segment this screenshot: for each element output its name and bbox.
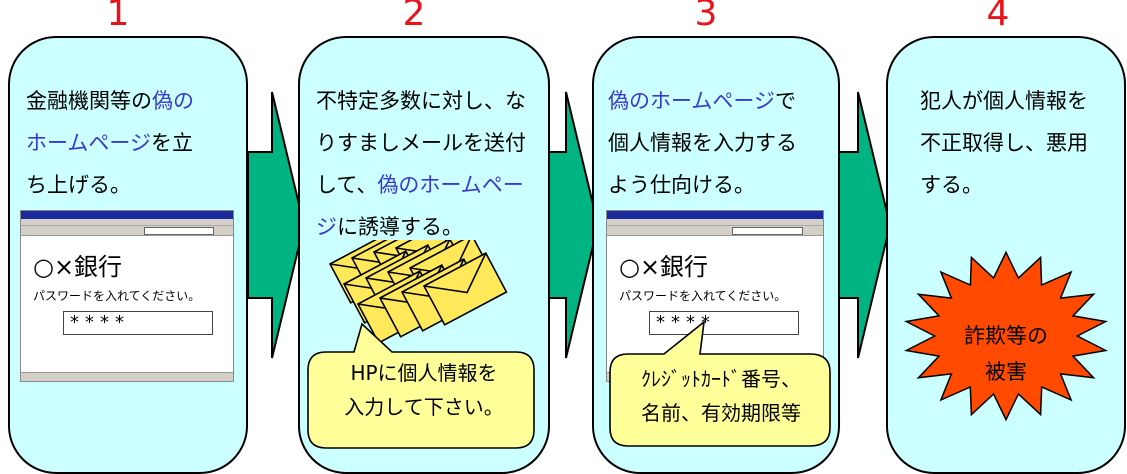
callout-3-line-1: ｸﾚｼﾞｯﾄｶｰﾄﾞ番号、 <box>641 367 801 391</box>
callout-bubble-3 <box>609 320 831 447</box>
bank-name: ○×銀行 <box>33 253 123 281</box>
step-1-text: 金融機関等の偽の ホームページを立 ち上げる。 <box>26 82 194 205</box>
arrow-1-to-2 <box>247 91 306 359</box>
bank-name: ○×銀行 <box>619 253 709 281</box>
damage-line-2: 被害 <box>985 360 1027 384</box>
step-2-line-4: ジに誘導する。 <box>316 215 463 239</box>
damage-burst <box>903 250 1109 422</box>
step-4-line-2: 不正取得し、悪用 <box>920 131 1088 155</box>
step-3-line-2: 個人情報を入力する <box>608 131 797 155</box>
step-2-line-2: りすましメールを送付 <box>316 131 526 155</box>
callout-2-line-2: 入力して下さい。 <box>344 395 504 419</box>
callout-3-text: ｸﾚｼﾞｯﾄｶｰﾄﾞ番号、 名前、有効期限等 <box>612 362 830 430</box>
fake-bank-browser-window-1: ○×銀行 パスワードを入れてください。 **** <box>20 210 234 382</box>
step-number-3: 3 <box>694 0 718 34</box>
window-menu-bar <box>21 219 233 226</box>
window-title-bar <box>607 211 823 219</box>
window-toolbar <box>607 226 823 236</box>
callout-2-line-1: HPに個人情報を <box>350 361 498 385</box>
callout-3-line-2: 名前、有効期限等 <box>641 401 801 425</box>
step-4-line-1: 犯人が個人情報を <box>920 89 1088 113</box>
window-status-bar <box>21 372 233 381</box>
step-number-2: 2 <box>402 0 426 34</box>
step-4-line-3: する。 <box>920 173 983 197</box>
window-title-bar <box>21 211 233 219</box>
step-3-text: 偽のホームページで 個人情報を入力する よう仕向ける。 <box>608 82 797 205</box>
step-2-line-3: して、偽のホームペー <box>316 173 524 197</box>
step-number-1: 1 <box>106 0 130 34</box>
step-1-line-3: ち上げる。 <box>26 173 131 197</box>
step-2-line-1: 不特定多数に対し、な <box>316 89 526 113</box>
envelope-icon <box>422 252 508 326</box>
address-bar <box>143 227 214 235</box>
address-bar <box>732 227 804 235</box>
damage-text: 詐欺等の 被害 <box>940 318 1072 390</box>
password-label: パスワードを入れてください。 <box>33 289 201 303</box>
step-3-line-3: よう仕向ける。 <box>608 173 755 197</box>
step-1-line-1: 金融機関等の偽の <box>26 89 194 113</box>
arrow-3-to-4 <box>833 91 892 359</box>
step-number-4: 4 <box>986 0 1010 34</box>
window-toolbar <box>21 226 233 236</box>
envelopes-illustration <box>328 240 508 344</box>
password-label: パスワードを入れてください。 <box>619 289 787 303</box>
damage-line-1: 詐欺等の <box>964 324 1048 348</box>
callout-bubble-2 <box>307 322 535 449</box>
step-3-line-1: 偽のホームページで <box>608 89 796 113</box>
password-field: **** <box>63 311 213 335</box>
step-1-line-2: ホームページを立 <box>26 131 193 155</box>
window-menu-bar <box>607 219 823 226</box>
callout-2-text: HPに個人情報を 入力して下さい。 <box>308 356 540 424</box>
step-4-text: 犯人が個人情報を 不正取得し、悪用 する。 <box>920 82 1088 205</box>
step-2-text: 不特定多数に対し、な りすましメールを送付 して、偽のホームペー ジに誘導する。 <box>316 82 526 247</box>
